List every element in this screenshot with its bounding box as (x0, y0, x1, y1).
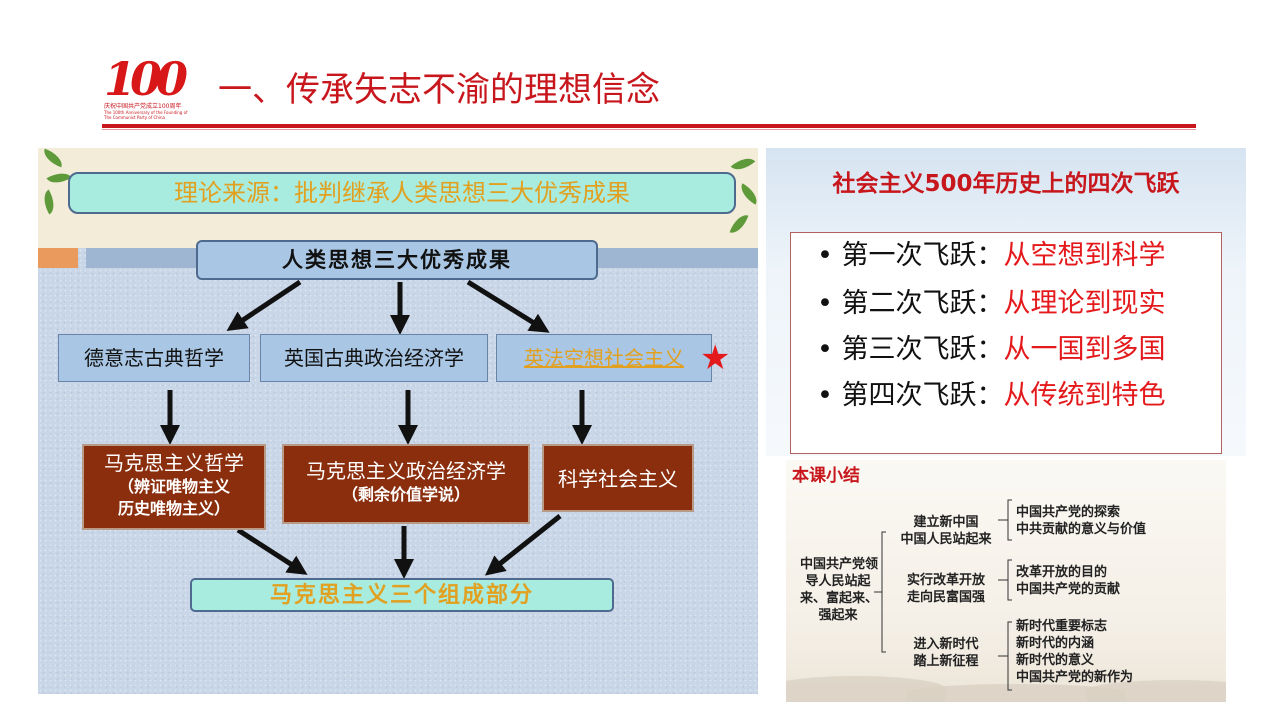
leap-desc: 从传统到特色 (1003, 380, 1166, 411)
summary-branch-label: 实行改革开放 走向民富国强 (906, 573, 985, 605)
german-philosophy-node: 德意志古典哲学 (58, 334, 250, 382)
bullet: • (817, 240, 833, 271)
leap-desc: 从理论到现实 (1003, 288, 1166, 319)
logo-number: 100 (104, 52, 188, 106)
title-divider-thin (102, 129, 1196, 130)
leap-desc: 从空想到科学 (1003, 240, 1166, 271)
bullet: • (817, 334, 833, 365)
diagram-arrows (160, 279, 592, 579)
summary-title: 本课小结 (792, 466, 860, 486)
leap-item: • 第一次飞跃：从空想到科学 (817, 237, 1166, 275)
utopian-socialism-node: 英法空想社会主义 (496, 334, 712, 382)
marxism-components-node: 马克思主义三个组成部分 (190, 578, 614, 612)
lesson-summary-panel: 本课小结 中国共产党领 导人民站起 来、富起来、 强起来 建立新中国 中国人民站… (786, 460, 1226, 702)
summary-brackets (874, 499, 1012, 691)
summary-branch-leaves: 改革开放的目的 中国共产党的贡献 (1016, 565, 1121, 597)
summary-root: 中国共产党领 导人民站起 来、富起来、 强起来 (800, 557, 879, 623)
scientific-socialism-node: 科学社会主义 (542, 444, 694, 512)
summary-branch-leaves: 中国共产党的探索 中共贡献的意义与价值 (1016, 505, 1147, 537)
leap-item: • 第二次飞跃：从理论到现实 (817, 285, 1166, 323)
bullet: • (817, 288, 833, 319)
leap-name: 第一次飞跃： (841, 240, 1004, 271)
marxist-philosophy-node: 马克思主义哲学 （辨证唯物主义 历史唯物主义） (82, 444, 266, 530)
summary-branch-label: 进入新时代 踏上新征程 (913, 637, 979, 669)
mountain-decoration (1086, 680, 1226, 702)
leap-name: 第三次飞跃： (841, 334, 1004, 365)
four-leaps-list: • 第一次飞跃：从空想到科学 • 第二次飞跃：从理论到现实 • 第三次飞跃：从一… (790, 232, 1222, 454)
mountain-decoration (906, 684, 1126, 702)
logo-subcaption: The 100th Anniversary of the Founding of… (104, 110, 188, 120)
four-leaps-title: 社会主义500年历史上的四次飞跃 (832, 171, 1180, 197)
theory-source-diagram: 理论来源：批判继承人类思想三大优秀成果 人类思想三大优秀成果 德意志古典哲学 英… (38, 148, 758, 694)
panel-orange-strip (38, 248, 78, 268)
leap-item: • 第三次飞跃：从一国到多国 (817, 331, 1166, 369)
party-anniversary-logo: 100 庆祝中国共产党成立100周年 The 100th Anniversary… (104, 54, 200, 120)
marxist-economics-node: 马克思主义政治经济学 （剩余价值学说） (282, 444, 530, 524)
leap-desc: 从一国到多国 (1003, 334, 1166, 365)
logo-caption: 庆祝中国共产党成立100周年 (104, 103, 182, 110)
theory-source-title: 理论来源：批判继承人类思想三大优秀成果 (68, 172, 736, 214)
leap-name: 第二次飞跃： (841, 288, 1004, 319)
british-economics-node: 英国古典政治经济学 (260, 334, 488, 382)
leap-name: 第四次飞跃： (841, 380, 1004, 411)
title-divider (102, 124, 1196, 128)
summary-branch-label: 建立新中国 中国人民站起来 (900, 515, 992, 547)
summary-branch-leaves: 新时代重要标志 新时代的内涵 新时代的意义 中国共产党的新作为 (1016, 619, 1134, 685)
thought-achievements-node: 人类思想三大优秀成果 (196, 240, 598, 280)
page-title: 一、传承矢志不渝的理想信念 (218, 70, 660, 110)
bullet: • (817, 380, 833, 411)
leap-item: • 第四次飞跃：从传统到特色 (817, 377, 1166, 415)
four-leaps-panel: 社会主义500年历史上的四次飞跃 • 第一次飞跃：从空想到科学 • 第二次飞跃：… (766, 148, 1246, 456)
star-icon: ★ (700, 338, 731, 378)
